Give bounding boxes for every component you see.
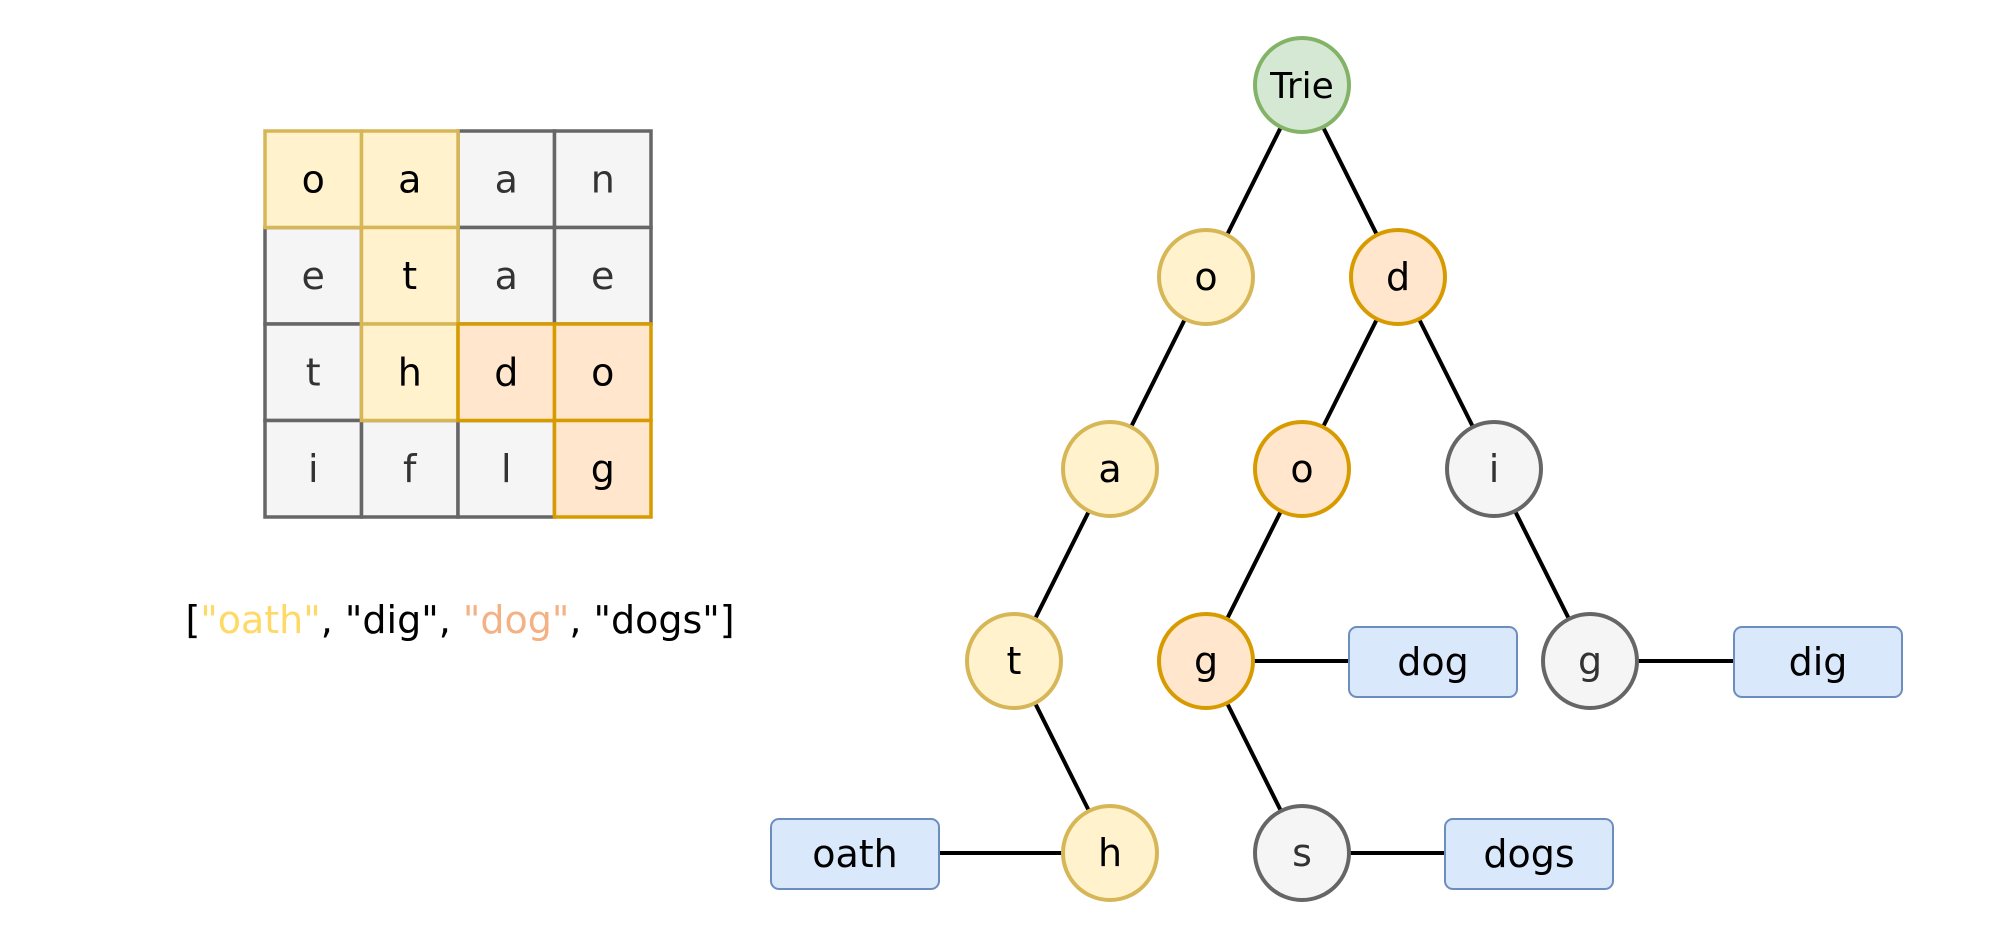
trie-node-label: d bbox=[1386, 255, 1410, 299]
word-item: "dig" bbox=[345, 598, 439, 642]
trie-node bbox=[1157, 612, 1255, 710]
word-box bbox=[1733, 626, 1903, 698]
trie-node-label: o bbox=[1290, 447, 1313, 491]
grid-cell-letter: e bbox=[302, 254, 325, 298]
close-bracket: ] bbox=[720, 598, 735, 642]
trie-nodes: Trie o d a o i t g g h s dog dig oath dogs bbox=[770, 36, 1903, 902]
trie-node-label: g bbox=[1578, 639, 1602, 683]
word-separator: , bbox=[569, 598, 593, 642]
grid-cell bbox=[263, 322, 364, 423]
trie-node-label: s bbox=[1292, 831, 1312, 875]
word-list: ["oath", "dig", "dog", "dogs"] bbox=[185, 598, 734, 642]
trie-node bbox=[965, 612, 1063, 710]
grid-cell bbox=[263, 129, 364, 230]
word-box bbox=[770, 818, 940, 890]
grid-cell-letter: a bbox=[398, 157, 421, 201]
grid-cell-letter: o bbox=[591, 350, 614, 394]
grid-cell bbox=[456, 322, 557, 423]
trie-node-label: h bbox=[1098, 831, 1122, 875]
word-box bbox=[1444, 818, 1614, 890]
trie-root-node bbox=[1253, 36, 1351, 134]
word-box bbox=[1348, 626, 1518, 698]
word-item: "oath" bbox=[200, 598, 320, 642]
grid-cell-letter: e bbox=[591, 254, 614, 298]
trie-node-label: i bbox=[1489, 447, 1500, 491]
grid-cell-letter: g bbox=[591, 447, 615, 491]
grid-cell-letter: o bbox=[302, 157, 325, 201]
trie-node bbox=[1541, 612, 1639, 710]
grid-cell-letter: d bbox=[494, 350, 518, 394]
word-box-label: oath bbox=[812, 832, 898, 876]
grid-cell-letter: a bbox=[495, 254, 518, 298]
trie-node-label: Trie bbox=[1269, 66, 1334, 107]
trie-node bbox=[1253, 420, 1351, 518]
grid-cell-letter: l bbox=[501, 447, 512, 491]
grid-cell bbox=[359, 322, 460, 423]
word-item: "dogs" bbox=[593, 598, 719, 642]
grid-cell bbox=[552, 418, 653, 519]
trie-node bbox=[1445, 420, 1543, 518]
trie-node bbox=[1253, 804, 1351, 902]
grid-cell-letter: f bbox=[403, 447, 418, 491]
grid-cell bbox=[359, 225, 460, 326]
word-separator: , bbox=[439, 598, 463, 642]
grid-cell-letter: t bbox=[306, 350, 321, 394]
grid-cell bbox=[263, 418, 364, 519]
trie-node-label: g bbox=[1194, 639, 1218, 683]
word-box-label: dog bbox=[1397, 640, 1469, 684]
grid-cell bbox=[359, 418, 460, 519]
trie-node-label: o bbox=[1194, 255, 1217, 299]
letter-grid: o a a n e t a e t h d o i f l g bbox=[263, 129, 653, 519]
trie-node-label: a bbox=[1098, 447, 1121, 491]
grid-cell-letter: i bbox=[308, 447, 319, 491]
trie-node bbox=[1061, 420, 1159, 518]
grid-cell-letter: a bbox=[495, 157, 518, 201]
word-separator: , bbox=[321, 598, 345, 642]
open-bracket: [ bbox=[185, 598, 200, 642]
trie-node bbox=[1061, 804, 1159, 902]
word-item: "dog" bbox=[463, 598, 569, 642]
trie-node bbox=[1157, 228, 1255, 326]
word-box-label: dig bbox=[1789, 640, 1848, 684]
word-box-label: dogs bbox=[1483, 832, 1574, 876]
grid-cell bbox=[456, 418, 557, 519]
grid-cell-letter: h bbox=[398, 350, 422, 394]
grid-cell bbox=[359, 129, 460, 230]
grid-cell-letter: t bbox=[402, 254, 417, 298]
trie-node bbox=[1349, 228, 1447, 326]
trie-node-label: t bbox=[1007, 639, 1022, 683]
grid-cell-letter: n bbox=[591, 157, 615, 201]
